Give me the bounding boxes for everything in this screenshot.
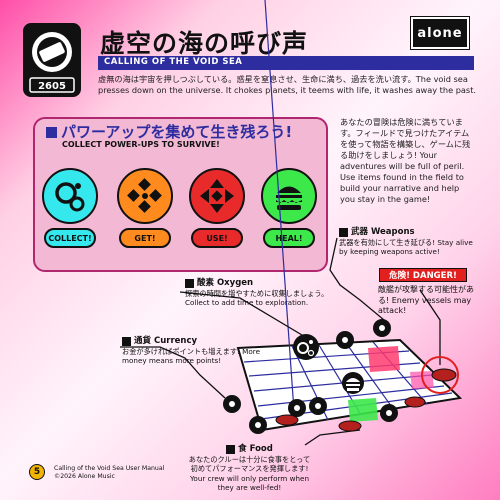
weapons-callout: 武器 Weapons 武器を有効にして生き延びる! Stay alive by … [339,227,473,256]
food-token [342,372,364,394]
game-badge-icon: 2605 [23,23,81,97]
intro-text: 虚無の海は宇宙を押しつぶしている。惑星を窒息させ、生命に満ち、過去を洗い流す。T… [98,74,477,95]
page-subtitle: CALLING OF THE VOID SEA [98,56,474,70]
badge-number: 2605 [38,81,66,92]
powerup-collect [42,168,98,224]
powerup-heal [261,168,317,224]
footer-text: Calling of the Void Sea User Manual ©202… [54,465,165,480]
oxygen-token [293,334,319,360]
burger-icon [276,186,302,210]
powerup-title: パワーアップを集めて生き残ろう! [46,121,292,142]
powerup-use [189,168,245,224]
diamond-pattern-icon [127,178,162,213]
food-callout: 食 Food あなたのクルーは十分に食事をとって初めてパフォーマンスを発揮します… [188,444,311,492]
danger-ring [421,356,459,394]
page-title: 虚空の海の呼び声 [100,29,309,58]
oxygen-callout: 酸素 Oxygen 探索の時間を増やすために収集しましょう。Collect to… [185,278,329,307]
danger-label: 危険! DANGER! [379,268,467,282]
powerup-get-label: GET! [119,228,171,248]
danger-callout: 敵艦が攻撃する可能性がある! Enemy vessels may attack! [378,285,474,315]
currency-callout: 通貨 Currency お金が多ければポイントも増えます! More money… [122,336,260,365]
currency-tokens [223,319,398,434]
powerup-use-label: USE! [191,228,243,248]
arrows-icon [200,179,234,213]
powerup-heal-label: HEAL! [263,228,315,248]
bubbles-icon [55,182,85,212]
powerup-collect-label: COLLECT! [44,228,96,248]
powerup-subtitle: COLLECT POWER-UPS TO SURVIVE! [62,140,220,149]
alone-logo: alone [410,16,470,50]
adventure-description: あなたの冒険は危険に満ちています。フィールドで見つけたアイテムを使って物語を構築… [340,117,471,204]
page-number: 5 [29,464,45,480]
powerup-get [117,168,173,224]
enemy-vessels [275,368,457,432]
